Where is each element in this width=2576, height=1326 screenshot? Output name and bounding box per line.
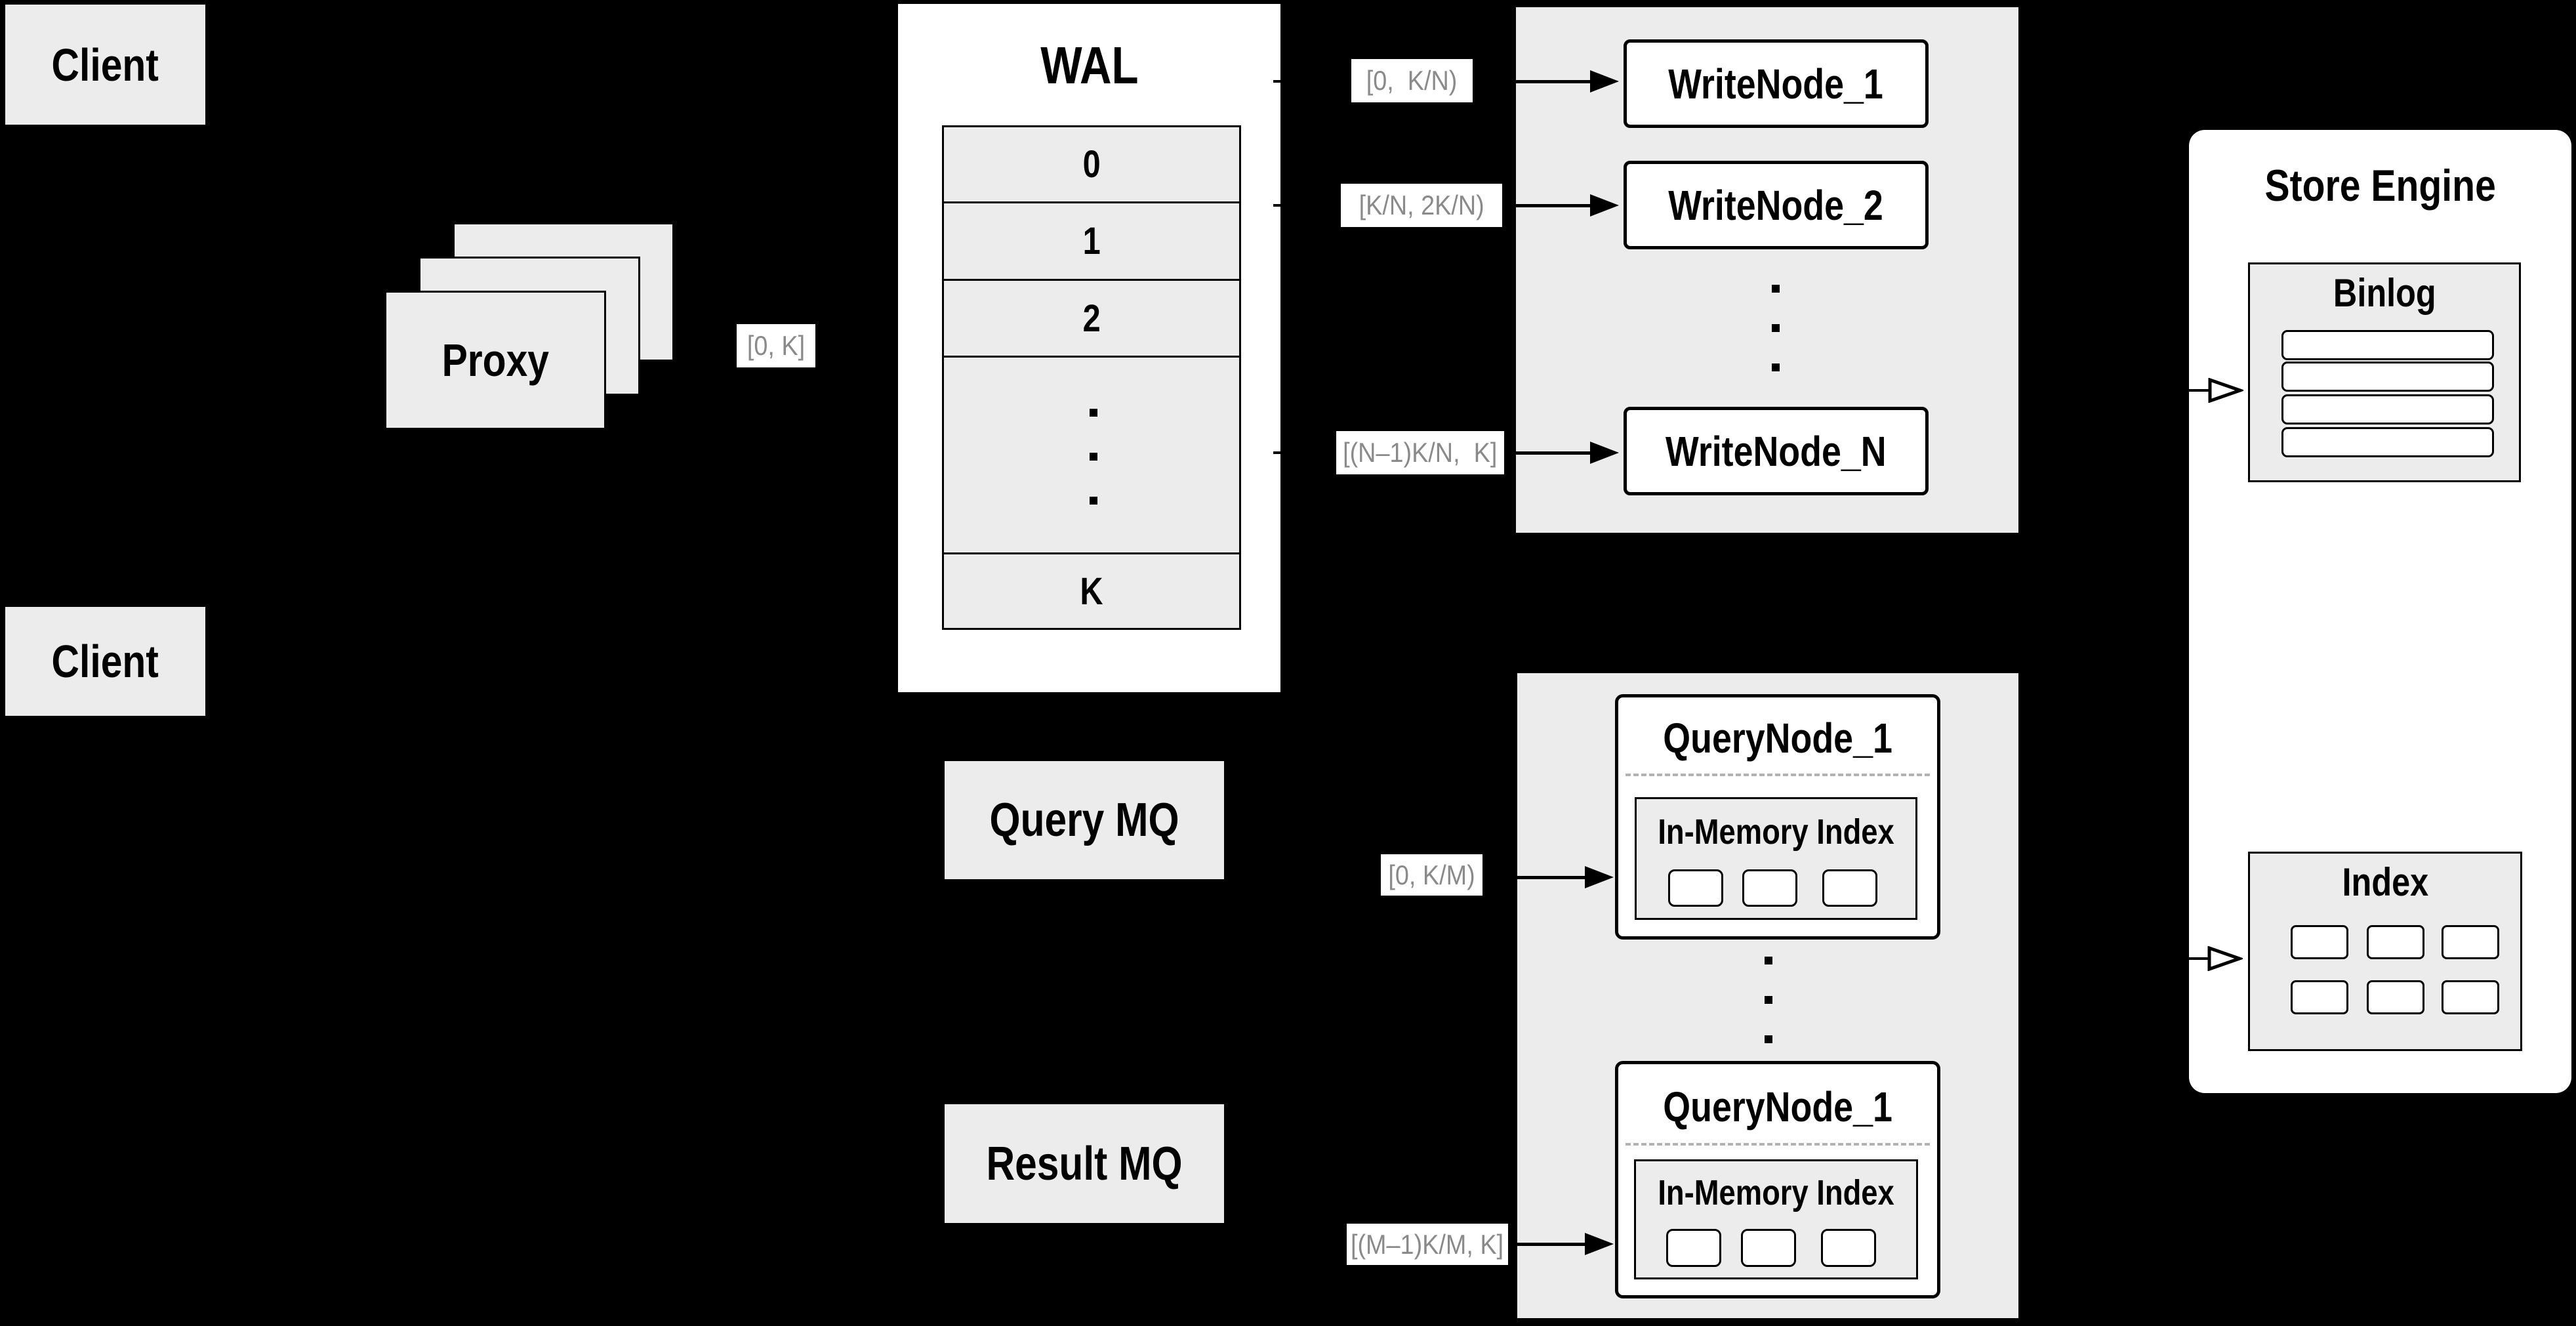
- binlog-row: [2281, 362, 2494, 392]
- ellipsis-dot: [1765, 1035, 1772, 1043]
- dashed-divider: [1625, 1143, 1930, 1146]
- in-memory-index-1-title: In-Memory Index: [1658, 812, 1894, 852]
- binlog-title: Binlog: [2333, 271, 2436, 315]
- writenode-n-box: WriteNode_N: [1624, 407, 1929, 495]
- wal-row-1: 1: [942, 201, 1241, 281]
- wal-title: WAL: [1040, 36, 1139, 94]
- segment-cell: [1821, 1229, 1876, 1267]
- filled-arrowhead-icon: [1585, 866, 1614, 888]
- write-range-label-1: [0, K/N): [1351, 59, 1473, 102]
- segment-cell: [1666, 1229, 1721, 1267]
- client-top-box: Client: [5, 5, 205, 125]
- filled-arrowhead-icon: [1590, 194, 1619, 217]
- ellipsis-dot: [1090, 409, 1097, 417]
- segment-cell: [1741, 1229, 1796, 1267]
- store-engine-title: Store Engine: [2264, 161, 2496, 211]
- proxy-label: Proxy: [441, 335, 549, 386]
- index-cell: [2291, 925, 2348, 959]
- wal-row-ellipsis: [942, 356, 1241, 554]
- segment-cell: [1668, 869, 1723, 907]
- open-arrowhead-icon: [2208, 378, 2243, 403]
- wal-line-nub: [1273, 204, 1280, 207]
- arrow-line-to-writenode-2: [1507, 204, 1592, 207]
- proxy-box: Proxy: [384, 291, 606, 430]
- ellipsis-dot: [1765, 957, 1772, 964]
- arrow-line-to-writenode-1: [1479, 80, 1592, 83]
- binlog-row: [2281, 394, 2494, 425]
- index-cell: [2442, 980, 2499, 1014]
- segment-cell: [1822, 869, 1877, 907]
- querynode-2-title: QueryNode_1: [1663, 1083, 1892, 1130]
- filled-arrowhead-icon: [1590, 70, 1619, 93]
- write-range-label-n: [(N–1)K/N, K]: [1336, 431, 1504, 474]
- index-cell: [2291, 980, 2348, 1014]
- client-top-label: Client: [51, 39, 159, 91]
- wal-line-nub: [1273, 80, 1280, 83]
- arrow-line-to-querynode-2: [1514, 1243, 1587, 1246]
- index-cell: [2367, 925, 2424, 959]
- index-cell: [2442, 925, 2499, 959]
- ellipsis-dot: [1090, 497, 1097, 505]
- ellipsis-dot: [1090, 453, 1097, 461]
- query-mq-box: Query MQ: [945, 761, 1224, 879]
- write-range-label-2: [K/N, 2K/N): [1341, 184, 1502, 227]
- proxy-range-label: [0, K]: [737, 324, 815, 367]
- client-bottom-box: Client: [5, 607, 205, 716]
- arrow-line-to-binlog: [2165, 389, 2212, 392]
- arrow-line-to-querynode-1: [1489, 876, 1587, 879]
- result-mq-box: Result MQ: [945, 1104, 1224, 1223]
- ellipsis-dot: [1765, 996, 1772, 1004]
- index-title: Index: [2342, 860, 2428, 904]
- wal-line-nub: [1273, 451, 1280, 454]
- binlog-row: [2281, 330, 2494, 360]
- wal-row-2: 2: [942, 279, 1241, 358]
- filled-arrowhead-icon: [1585, 1233, 1614, 1255]
- client-bottom-label: Client: [51, 636, 159, 687]
- arrow-line-to-index: [2165, 957, 2212, 960]
- open-arrowhead-icon: [2207, 946, 2243, 971]
- querynode-1-title: QueryNode_1: [1663, 715, 1892, 762]
- writenode-1-box: WriteNode_1: [1624, 39, 1929, 128]
- query-range-label-1: [0, K/M): [1381, 854, 1482, 896]
- segment-cell: [1742, 869, 1797, 907]
- writenode-2-box: WriteNode_2: [1624, 161, 1929, 249]
- ellipsis-dot: [1772, 285, 1780, 293]
- wal-row-0: 0: [942, 125, 1241, 203]
- query-range-label-m: [(M–1)K/M, K]: [1347, 1224, 1508, 1265]
- ellipsis-dot: [1772, 324, 1780, 332]
- arrow-line-to-writenode-n: [1507, 451, 1592, 455]
- filled-arrowhead-icon: [1590, 442, 1619, 464]
- in-memory-index-2-title: In-Memory Index: [1658, 1173, 1894, 1212]
- ellipsis-dot: [1772, 363, 1780, 371]
- dashed-divider: [1625, 774, 1930, 776]
- wal-row-k: K: [942, 552, 1241, 630]
- wal-table: 0 1 2 K: [942, 125, 1241, 630]
- index-cell: [2367, 980, 2424, 1014]
- binlog-row: [2281, 427, 2494, 457]
